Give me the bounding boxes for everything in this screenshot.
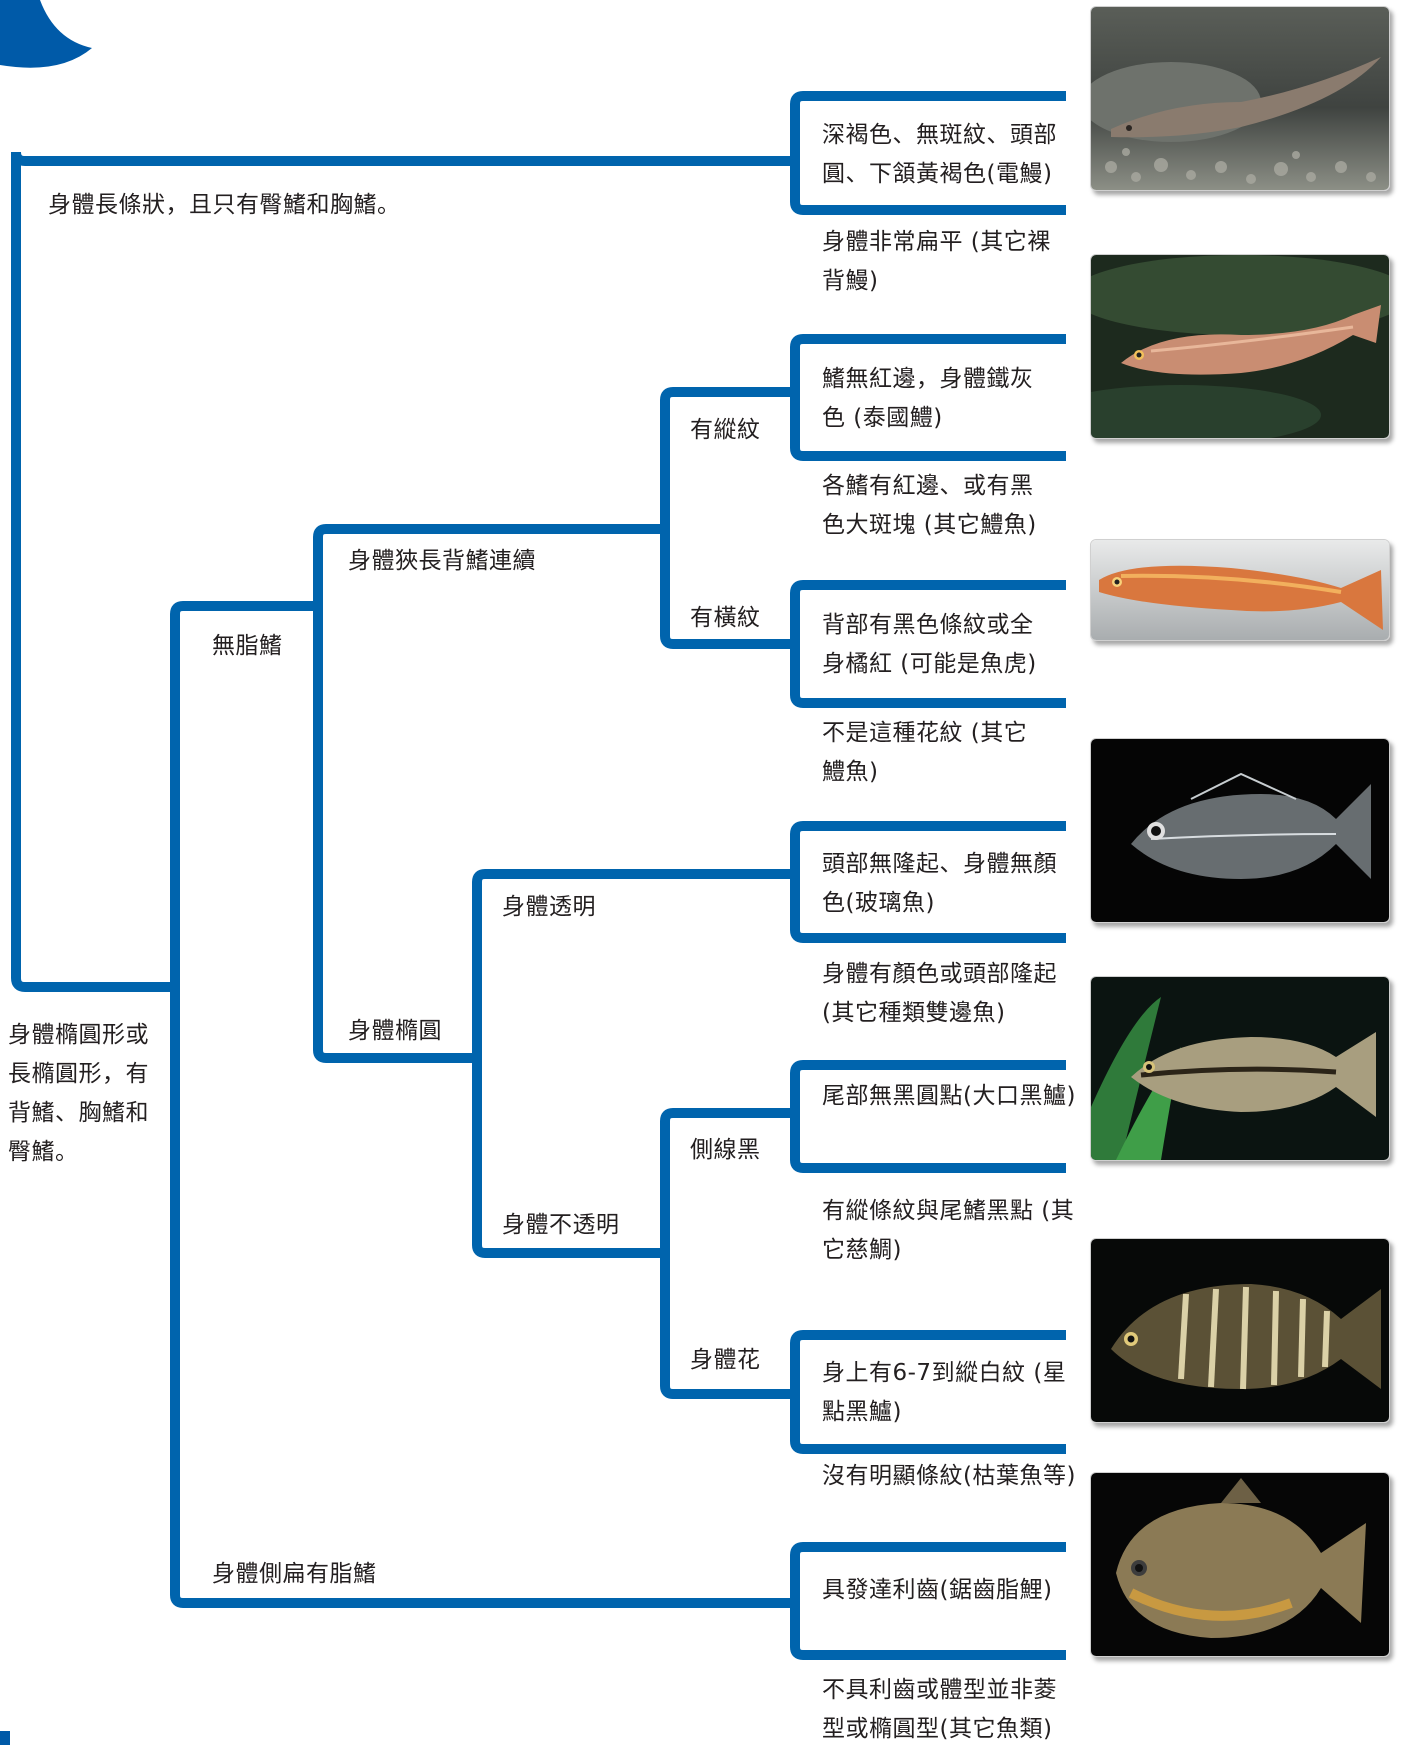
result-fish-tiger: 背部有黑色條紋或全 身橘紅 (可能是魚虎) — [822, 612, 1037, 677]
narrow-dorsal-label: 身體狹長背鰭連續 — [348, 548, 536, 574]
mottled-label: 身體花 — [690, 1347, 761, 1373]
oval-label: 身體橢圓 — [348, 1018, 442, 1044]
result-other-snakehead-2: 不是這種花紋 (其它 鱧魚) — [822, 720, 1028, 785]
result-other-fish: 不具利齒或體型並非菱 型或橢圓型(其它魚類) — [822, 1677, 1057, 1742]
result-largemouth-bass: 尾部無黑圓點(大口黑鱸) — [822, 1083, 1076, 1109]
longitudinal-label: 有縱紋 — [690, 417, 761, 443]
result-glassfish: 頭部無隆起、身體無顏 色(玻璃魚) — [822, 851, 1057, 916]
result-spotted-bass: 身上有6-7到縱白紋 (星 點黑鱸) — [822, 1360, 1067, 1425]
thai-snakehead-photo — [1090, 254, 1390, 439]
glassfish-photo — [1090, 738, 1390, 923]
fish-tiger-photo — [1090, 539, 1390, 641]
result-other-eel: 身體非常扁平 (其它裸 背鰻) — [822, 229, 1051, 294]
page-marker — [0, 1731, 10, 1745]
result-other-cichlid: 有縱條紋與尾鰭黑點 (其 它慈鯛) — [822, 1198, 1075, 1263]
no-adipose-label: 無脂鰭 — [212, 633, 283, 659]
transverse-label: 有橫紋 — [690, 605, 761, 631]
transparent-label: 身體透明 — [502, 894, 596, 920]
opaque-label: 身體不透明 — [502, 1212, 620, 1238]
result-piranha: 具發達利齒(鋸齒脂鯉) — [822, 1577, 1053, 1603]
result-leaf-fish: 沒有明顯條紋(枯葉魚等) — [822, 1463, 1076, 1489]
lateral-black-label: 側線黑 — [690, 1137, 761, 1163]
root-top-label: 身體長條狀，且只有臀鰭和胸鰭。 — [48, 192, 401, 218]
result-thai-carp: 鰭無紅邊，身體鐵灰 色 (泰國鱧) — [822, 366, 1034, 431]
result-other-glass: 身體有顏色或頭部隆起 (其它種類雙邊魚) — [822, 961, 1057, 1026]
result-eel: 深褐色、無斑紋、頭部 圓、下頷黃褐色(電鰻) — [822, 122, 1057, 187]
piranha-photo — [1090, 1472, 1390, 1657]
result-other-snakehead-1: 各鰭有紅邊、或有黑 色大斑塊 (其它鱧魚) — [822, 473, 1037, 538]
largemouth-bass-photo — [1090, 976, 1390, 1161]
compressed-adipose-label: 身體側扁有脂鰭 — [212, 1561, 377, 1587]
root-bottom-label: 身體橢圓形或 長橢圓形，有 背鰭、胸鰭和 臀鰭。 — [8, 1022, 149, 1165]
electric-eel-photo — [1090, 6, 1390, 191]
spotted-bass-photo — [1090, 1238, 1390, 1423]
corner-decoration — [0, 0, 92, 68]
